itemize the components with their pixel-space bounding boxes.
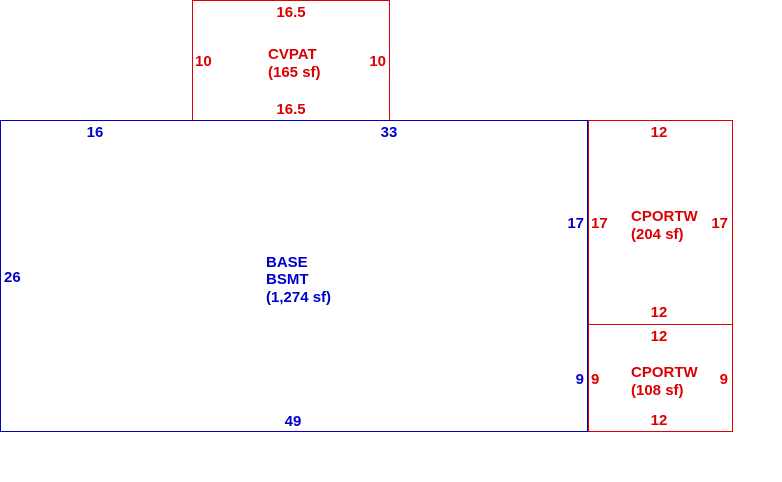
cportw-lower-dim-bottom: 12 <box>651 412 668 429</box>
base-dim-top-right: 33 <box>381 124 398 141</box>
cvpat-dim-top: 16.5 <box>276 4 305 21</box>
cportw-upper-dim-right: 17 <box>711 215 728 232</box>
cportw-lower-name: CPORTW <box>631 364 699 381</box>
base-dim-right-upper: 17 <box>567 215 584 232</box>
cvpat-area: (165 sf) <box>268 64 321 81</box>
cportw-upper-name: CPORTW <box>631 208 699 225</box>
base-outline <box>0 120 588 432</box>
base-dim-left: 26 <box>4 269 21 286</box>
cportw-lower-area: (108 sf) <box>631 382 684 399</box>
base-subname: BSMT <box>266 271 309 288</box>
cportw-lower-dim-top: 12 <box>651 328 668 345</box>
cportw-lower-dim-right: 9 <box>720 371 728 388</box>
cportw-upper-dim-bottom: 12 <box>651 304 668 321</box>
cportw-upper-area: (204 sf) <box>631 226 684 243</box>
cportw-upper-dim-left: 17 <box>591 215 608 232</box>
cvpat-dim-right: 10 <box>369 53 386 70</box>
base-name: BASE <box>266 254 308 271</box>
base-dim-bottom: 49 <box>285 413 302 430</box>
base-area: (1,274 sf) <box>266 289 331 306</box>
cvpat-dim-left: 10 <box>195 53 212 70</box>
cportw-upper-dim-top: 12 <box>651 124 668 141</box>
cvpat-name: CVPAT <box>268 46 317 63</box>
base-dim-right-lower: 9 <box>576 371 584 388</box>
cvpat-dim-bottom: 16.5 <box>276 101 305 118</box>
base-dim-top-left: 16 <box>87 124 104 141</box>
cportw-lower-outline <box>588 324 733 432</box>
cportw-lower-dim-left: 9 <box>591 371 599 388</box>
